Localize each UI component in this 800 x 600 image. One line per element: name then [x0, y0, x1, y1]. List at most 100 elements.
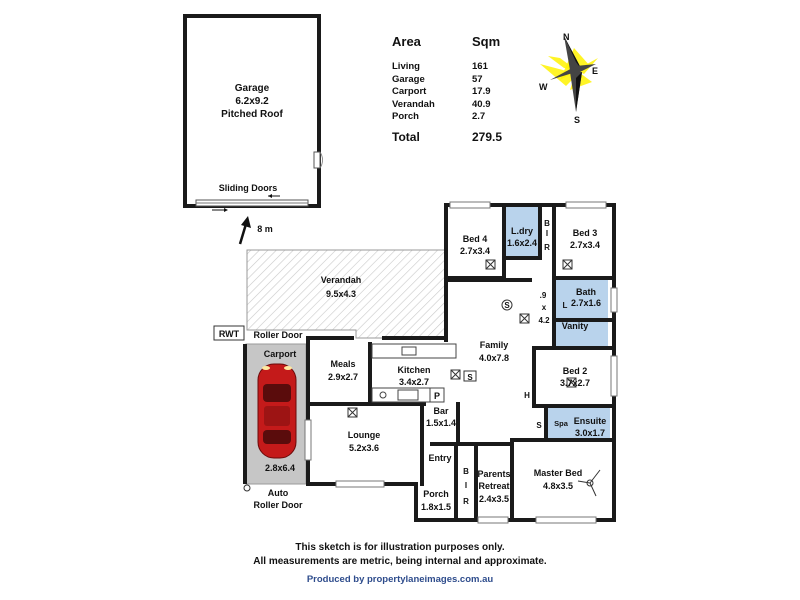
- parents-l2: Retreat: [478, 481, 509, 491]
- total-label: Total: [392, 129, 420, 144]
- entry-label: Entry: [428, 453, 451, 463]
- linen-label: L: [563, 301, 568, 310]
- area-row-label: Garage: [392, 73, 425, 85]
- distance-label: 8 m: [257, 224, 273, 234]
- carport-name: Carport: [264, 349, 297, 359]
- area-row-label: Living: [392, 61, 420, 72]
- carport-size: 2.8x6.4: [265, 463, 295, 473]
- porch-name: Porch: [423, 489, 449, 499]
- area-row-value: 40.9: [472, 98, 491, 110]
- smoke-detector-icon: [485, 259, 496, 270]
- carport: RWT Roller Door Carport 2.8x6.4: [213, 325, 307, 492]
- area-row: Living 161: [392, 61, 532, 74]
- ldry-name: L.dry: [511, 226, 533, 236]
- area-row: Garage 57: [392, 74, 532, 87]
- lounge-size: 5.2x3.6: [349, 443, 379, 453]
- area-row-value: 57: [472, 73, 483, 85]
- meals-name: Meals: [330, 359, 355, 369]
- meals-size: 2.9x2.7: [328, 372, 358, 382]
- bir2-b: B: [463, 467, 469, 476]
- bir1-i: I: [546, 229, 548, 238]
- bir1-r: R: [544, 243, 550, 252]
- smoke-detector-icon: [519, 313, 530, 324]
- master-size: 4.8x3.5: [543, 481, 573, 491]
- ldry-size: 1.6x2.4: [507, 238, 537, 248]
- auto-l2: Roller Door: [253, 500, 303, 510]
- compass-s: S: [574, 115, 580, 125]
- family-name: Family: [480, 340, 509, 350]
- area-total-row: Total 279.5: [392, 130, 532, 144]
- kitchen-benches: [371, 343, 457, 403]
- lounge-name: Lounge: [348, 430, 381, 440]
- family-s1: S: [504, 301, 510, 310]
- area-row-label: Porch: [392, 111, 419, 123]
- bed4-name: Bed 4: [463, 234, 488, 244]
- wir-a: .9: [540, 291, 547, 300]
- verandah-size: 9.5x4.3: [326, 289, 356, 299]
- bath-size: 2.7x1.6: [571, 298, 601, 308]
- producer-credit: Produced by propertylaneimages.com.au: [306, 574, 494, 585]
- ensuite-size: 3.0x1.7: [575, 428, 605, 438]
- area-table: Area Sqm Living 161 Garage 57 Carport 17…: [392, 34, 532, 144]
- garage-size: 6.2x9.2: [235, 96, 269, 107]
- smoke-detector-icon: [562, 259, 573, 270]
- bar-name: Bar: [433, 406, 449, 416]
- bed3-name: Bed 3: [573, 228, 598, 238]
- area-row: Porch 2.7: [392, 111, 532, 124]
- parents-l1: Parents: [477, 469, 510, 479]
- bed2-name: Bed 2: [563, 366, 588, 376]
- room-labels: Bed 4 2.7x3.4 L.dry 1.6x2.4 B I R Bed 3 …: [253, 219, 606, 512]
- rwt-label: RWT: [219, 329, 240, 339]
- hall-label: H: [524, 391, 530, 400]
- area-row-value: 2.7: [472, 111, 486, 123]
- ceiling-fan-icon: [577, 469, 601, 497]
- area-row-value: 17.9: [472, 86, 491, 98]
- disclaimer-line-1: This sketch is for illustration purposes…: [295, 542, 505, 553]
- roller-door-label: Roller Door: [253, 330, 303, 340]
- area-row-label: Carport: [392, 86, 427, 98]
- family-s2: S: [467, 373, 473, 382]
- windows: [304, 201, 618, 524]
- ensuite-s-label: S: [536, 421, 542, 430]
- compass-rose: N E W S: [539, 32, 598, 125]
- area-table-header: Area Sqm: [392, 34, 532, 49]
- bed4-size: 2.7x3.4: [460, 246, 490, 256]
- distance-marker: 8 m: [238, 216, 273, 245]
- area-row-value: 161: [472, 61, 488, 72]
- bed2-size: 3.7x2.7: [560, 378, 590, 388]
- kitchen-size: 3.4x2.7: [399, 377, 429, 387]
- ensuite-name: Ensuite: [574, 416, 607, 426]
- garage-doors-label: Sliding Doors: [219, 183, 278, 193]
- pantry-label: P: [434, 391, 440, 401]
- compass-w: W: [539, 82, 548, 92]
- area-row-label: Verandah: [392, 98, 435, 110]
- wir-c: 4.2: [538, 316, 550, 325]
- sqm-header: Sqm: [472, 34, 501, 49]
- car-icon: [257, 363, 297, 459]
- garage: Garage 6.2x9.2 Pitched Roof Sliding Door…: [183, 14, 323, 212]
- smoke-detector-icon: [450, 369, 461, 380]
- compass-star-icon: [540, 36, 598, 112]
- kitchen-name: Kitchen: [397, 365, 430, 375]
- area-header: Area: [392, 34, 421, 49]
- smoke-detector-icon: [347, 407, 358, 418]
- compass-e: E: [592, 66, 598, 76]
- total-value: 279.5: [472, 129, 503, 144]
- bar-size: 1.5x1.4: [426, 418, 456, 428]
- garage-name: Garage: [235, 83, 270, 94]
- verandah-name: Verandah: [321, 275, 362, 285]
- spa-label: Spa: [554, 419, 569, 428]
- bir1-b: B: [544, 219, 550, 228]
- vanity-label: Vanity: [562, 321, 589, 331]
- bir2-r: R: [463, 497, 469, 506]
- ceiling-fixtures: [347, 259, 601, 497]
- compass-n: N: [563, 32, 570, 42]
- family-size: 4.0x7.8: [479, 353, 509, 363]
- porch-size: 1.8x1.5: [421, 502, 451, 512]
- bir2-i: I: [465, 481, 467, 490]
- smoke-detector-icon: [566, 377, 577, 388]
- area-row: Carport 17.9: [392, 86, 532, 99]
- verandah: Verandah 9.5x4.3: [246, 249, 447, 339]
- parents-size: 2.4x3.5: [479, 494, 509, 504]
